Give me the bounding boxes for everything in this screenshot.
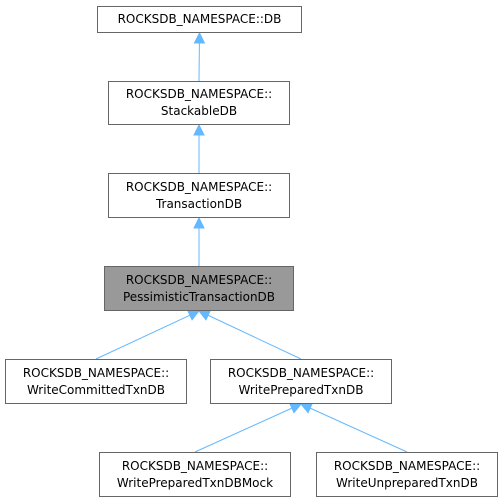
arrowhead-transaction-to-stackable [193,123,205,136]
arrowhead-writepreparedmock-to-writeprepared [289,403,303,414]
node-pessimistic-transaction-db[interactable]: ROCKSDB_NAMESPACE:: PessimisticTransacti… [104,266,294,311]
node-write-committed-txn-db[interactable]: ROCKSDB_NAMESPACE:: WriteCommittedTxnDB [5,359,187,404]
node-pessimistic-transaction-db-namespace: ROCKSDB_NAMESPACE:: [125,272,273,287]
node-write-prepared-txn-db[interactable]: ROCKSDB_NAMESPACE:: WritePreparedTxnDB [210,359,392,404]
node-stackable-db-namespace: ROCKSDB_NAMESPACE:: [125,87,273,101]
arrowhead-writeprepared-to-pessimistic [197,310,211,321]
node-write-prepared-txn-db-name: WritePreparedTxnDB [238,382,364,397]
arrowhead-writecommitted-to-pessimistic [187,310,201,321]
node-write-unprepared-txn-db-namespace: ROCKSDB_NAMESPACE:: [333,458,481,473]
node-write-prepared-txn-db-mock-namespace: ROCKSDB_NAMESPACE:: [121,458,269,473]
node-transaction-db-name: TransactionDB [155,196,243,211]
node-write-committed-txn-db-name: WriteCommittedTxnDB [26,382,166,397]
node-transaction-db-namespace: ROCKSDB_NAMESPACE:: [125,179,273,194]
node-stackable-db-name: StackableDB [160,104,238,118]
node-db[interactable]: ROCKSDB_NAMESPACE::DB [97,6,302,33]
arrowhead-writeunprepared-to-writeprepared [299,403,313,414]
edge-writeprepared-to-pessimistic [207,314,302,360]
arrowhead-stackable-to-db [193,31,206,44]
node-db-label: ROCKSDB_NAMESPACE::DB [117,12,282,26]
node-write-unprepared-txn-db[interactable]: ROCKSDB_NAMESPACE:: WriteUnpreparedTxnDB [316,452,498,497]
node-write-prepared-txn-db-mock-name: WritePreparedTxnDBMock [116,475,274,490]
edge-writeunprepared-to-writeprepared [309,407,408,453]
node-write-prepared-txn-db-mock[interactable]: ROCKSDB_NAMESPACE:: WritePreparedTxnDBMo… [99,452,291,497]
node-pessimistic-transaction-db-name: PessimisticTransactionDB [122,289,276,304]
arrowhead-pessimistic-to-transaction [193,216,205,229]
node-write-unprepared-txn-db-name: WriteUnpreparedTxnDB [336,475,478,490]
node-write-prepared-txn-db-namespace: ROCKSDB_NAMESPACE:: [227,365,375,380]
edge-writecommitted-to-pessimistic [95,314,191,360]
node-stackable-db[interactable]: ROCKSDB_NAMESPACE:: StackableDB [108,81,290,125]
node-write-committed-txn-db-namespace: ROCKSDB_NAMESPACE:: [22,365,170,380]
edge-writepreparedmock-to-writeprepared [194,407,293,453]
node-transaction-db[interactable]: ROCKSDB_NAMESPACE:: TransactionDB [108,173,290,218]
